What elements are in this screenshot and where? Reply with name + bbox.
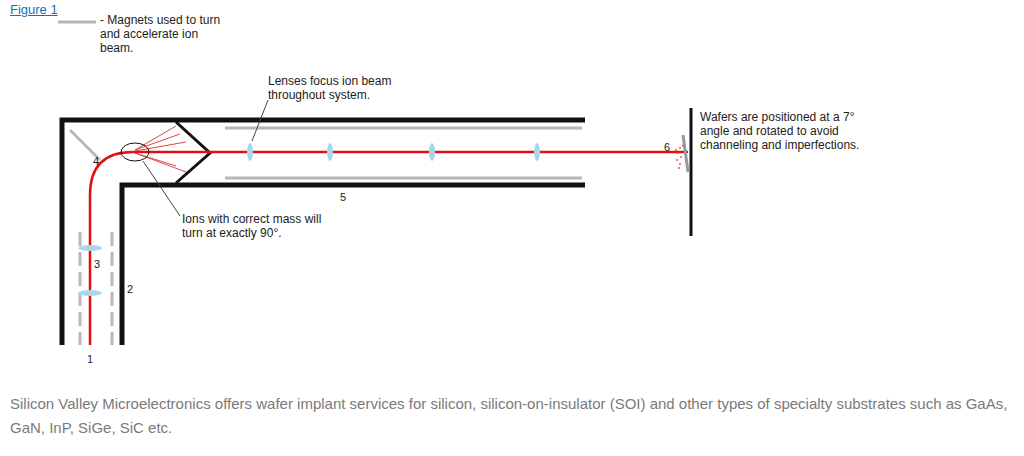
- figure-title: Figure 1: [10, 3, 58, 17]
- implant-spray: [675, 145, 684, 169]
- inner-wall: [122, 185, 585, 345]
- callout-number: 5: [340, 190, 346, 204]
- magnet-bottom: [225, 177, 582, 180]
- callout-number: 4: [93, 154, 99, 168]
- callout-number: 6: [664, 140, 670, 154]
- magnets: [70, 128, 582, 345]
- legend-text: - Magnets used to turn and accelerate io…: [100, 13, 228, 55]
- callout-number: 1: [87, 352, 93, 366]
- leader-line: [252, 100, 268, 141]
- outer-wall: [62, 120, 585, 345]
- mass-selection-circle: [121, 143, 149, 161]
- lens: [327, 143, 333, 161]
- callout-text: Wafers are positioned at a 7° angle and …: [700, 110, 860, 152]
- wafer-holder: [690, 108, 693, 236]
- lens: [429, 143, 435, 161]
- callout-number: 3: [94, 257, 100, 271]
- magnet-top: [225, 127, 582, 130]
- lens: [534, 143, 540, 161]
- walls: [62, 120, 585, 345]
- leader-line: [143, 161, 180, 216]
- wafer: [683, 135, 688, 172]
- legend-sample-line: [58, 21, 96, 24]
- lens: [78, 290, 102, 296]
- caption-paragraph: Silicon Valley Microelectronics offers w…: [10, 392, 1010, 440]
- callout-text: Ions with correct mass will turn at exac…: [182, 212, 332, 240]
- ion-beam: [90, 152, 688, 345]
- rejected-ions: [135, 126, 186, 172]
- lens: [78, 245, 102, 251]
- lens: [247, 143, 253, 161]
- magnet-right: [111, 232, 114, 345]
- lenses: [78, 143, 540, 296]
- callout-text: Lenses focus ion beam throughout system.: [268, 74, 408, 102]
- callout-number: 2: [127, 282, 133, 296]
